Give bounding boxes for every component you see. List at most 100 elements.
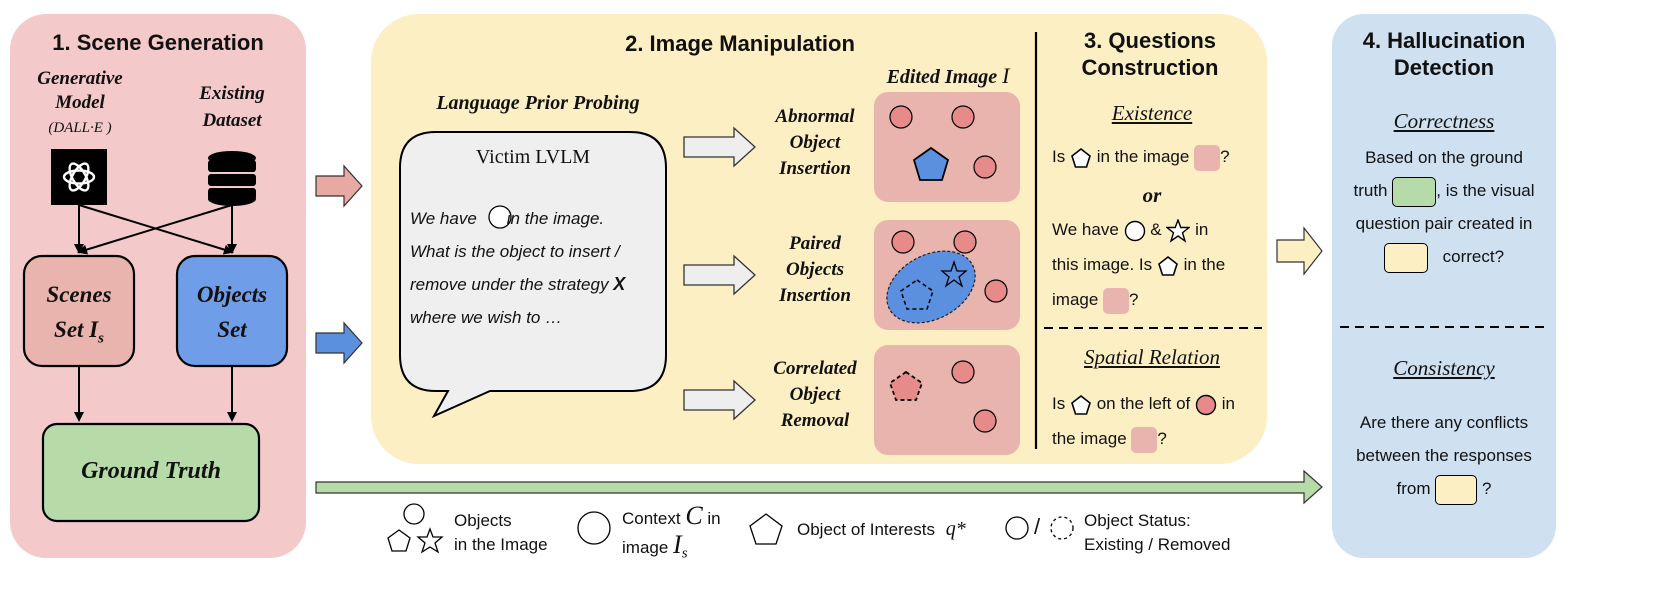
legend-status-line1: Object Status:: [1084, 511, 1191, 530]
correctness-text: Correctness: [1393, 109, 1495, 133]
strategy-abnormal-object-insertion: Abnormal Object Insertion: [752, 104, 878, 182]
generative-model-label: Generative Model: [20, 67, 140, 115]
q3-the-image: the image: [1052, 429, 1127, 448]
ground-truth-label: Ground Truth: [81, 458, 221, 484]
scenes-symbol: I: [89, 317, 99, 342]
prompt-line-4: where we wish to …: [410, 308, 563, 327]
edited-image-symbol: I: [1002, 63, 1010, 88]
q2-this-image: this image. Is: [1052, 255, 1153, 274]
victim-lvlm-speech-bubble: [399, 131, 667, 419]
scene-connection-lines: [74, 204, 237, 422]
q3-in: in: [1221, 394, 1235, 413]
c-line2: truth , is the visual: [1332, 174, 1556, 207]
q2-amp: &: [1150, 220, 1162, 239]
q2-image: image: [1052, 290, 1099, 309]
existing-dataset-label: Existing Dataset: [172, 80, 292, 134]
or-label: or: [1142, 183, 1162, 207]
c-truth: truth: [1353, 181, 1388, 200]
pentagon-icon: [1071, 394, 1091, 415]
q2-line2: this image. Is in the: [1052, 247, 1267, 282]
edited-image-paired-insertion: [874, 220, 1020, 330]
arrow-green-to-detection: [315, 469, 1323, 505]
q2-in-the: in the: [1183, 255, 1226, 274]
objects-set-box: [175, 254, 289, 368]
q3-left-of: on the left of: [1096, 394, 1191, 413]
questions-title-line1: 3. Questions: [1083, 28, 1217, 53]
q2-line1: We have & in: [1052, 212, 1267, 247]
scene-swatch: [1131, 426, 1158, 453]
victim-lvlm-title: Victim LVLM: [475, 146, 591, 168]
legend-icons: [387, 503, 1074, 554]
q3-line1: Is on the left of in: [1052, 386, 1267, 421]
hallucination-detection-panel: [1332, 14, 1556, 558]
strategy-3-line3: Removal: [780, 410, 850, 431]
q2-in: in: [1195, 220, 1209, 239]
objects-set-label: Objects Set: [177, 277, 287, 347]
existence-question-1: Is in the image ?: [1052, 139, 1267, 174]
arrow-yellow-to-detection: [1276, 226, 1323, 276]
legend-objects: Objects in the Image: [454, 509, 548, 557]
question-pair-swatch: [1435, 474, 1478, 505]
legend-context-sub: s: [681, 545, 688, 562]
star-icon: [1166, 218, 1191, 243]
k-from: from: [1396, 479, 1431, 498]
edited-image-correlated-removal: [874, 345, 1020, 455]
legend-context-in: in: [707, 509, 721, 528]
scenes-set-word: Set: [54, 317, 84, 342]
existence-question-2: We have & in this image. Is in the image…: [1052, 212, 1267, 317]
correctness-heading: Correctness: [1332, 109, 1556, 134]
prompt-line-2: What is the object to insert /: [410, 242, 620, 261]
scenes-set-box: [22, 254, 136, 368]
correctness-question: Based on the ground truth , is the visua…: [1332, 141, 1556, 273]
spatial-question: Is on the left of in the image ?: [1052, 386, 1267, 456]
q3-qmark: ?: [1157, 429, 1167, 448]
edited-image-label: Edited Image I: [850, 63, 1046, 89]
k-line3: from ?: [1332, 472, 1556, 505]
scenes-subscript: s: [98, 330, 104, 347]
spatial-relation-heading: Spatial Relation: [1040, 345, 1264, 370]
legend-objects-line2: in the Image: [454, 535, 548, 554]
strategy-3-line2: Object: [789, 384, 841, 405]
red-circle-icon: [1195, 394, 1217, 415]
consistency-heading: Consistency: [1332, 356, 1556, 381]
strategy-arrows: [683, 126, 756, 421]
legend-status: Object Status: Existing / Removed: [1084, 509, 1230, 557]
legend-interest-symbol: q*: [945, 518, 966, 540]
spatial-relation-text: Spatial Relation: [1084, 345, 1220, 369]
legend-slash: /: [1034, 514, 1041, 539]
c-line4: correct?: [1332, 240, 1556, 273]
strategy-1-line3: Insertion: [779, 158, 851, 179]
pentagon-icon: [1157, 255, 1178, 276]
generative-model-line1: Generative: [37, 68, 123, 89]
legend-context-word: Context: [622, 509, 681, 528]
q3-line2: the image ?: [1052, 421, 1267, 456]
legend-interest-text: Object of Interests: [797, 520, 935, 539]
generative-model-line2: Model: [55, 92, 105, 113]
prompt-line-3a: remove under the strategy: [410, 275, 609, 294]
legend-context-symbol: C: [685, 501, 703, 530]
consistency-text: Consistency: [1393, 356, 1495, 380]
scenes-set-label: Scenes Set Is: [24, 277, 134, 357]
k-qmark: ?: [1482, 479, 1492, 498]
legend-status-line2: Existing / Removed: [1084, 535, 1231, 554]
detection-title-line2: Detection: [1393, 55, 1495, 80]
pentagon-icon: [1071, 147, 1091, 168]
prompt-line-1a: We have: [410, 209, 477, 228]
q2-we-have: We have: [1052, 220, 1119, 239]
prompt-object-circle: [488, 205, 512, 229]
scene-swatch: [1103, 287, 1130, 314]
q3-is: Is: [1052, 394, 1066, 413]
strategy-1-line2: Object: [789, 132, 841, 153]
scene-generation-title: 1. Scene Generation: [52, 30, 264, 55]
q1-qmark: ?: [1220, 147, 1230, 166]
consistency-question: Are there any conflicts between the resp…: [1332, 406, 1556, 505]
arrow-blue-to-manipulation: [315, 321, 363, 365]
legend-interest: Object of Interests q*: [797, 518, 966, 541]
legend-context-line2: image Is: [622, 532, 721, 566]
scenes-set-line1: Scenes: [46, 282, 112, 307]
hallucination-detection-title: 4. Hallucination Detection: [1332, 27, 1556, 81]
prompt-line-3: remove under the strategy X: [410, 268, 670, 301]
legend-context-image: image: [622, 538, 669, 557]
image-manipulation-title: 2. Image Manipulation: [625, 31, 855, 56]
dalle-label: (DALL·E ): [48, 120, 112, 136]
